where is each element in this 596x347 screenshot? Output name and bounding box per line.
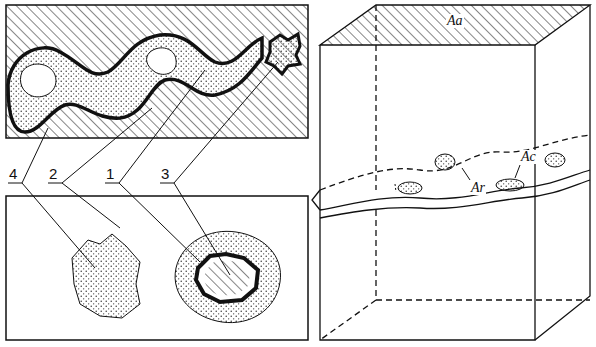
area-label: Ar [470,181,486,195]
area-label: Ac [520,150,537,164]
callout-number: 3 [161,166,169,181]
callout-number: 4 [9,166,17,181]
callout-number: 1 [106,166,114,181]
callout-number: 2 [49,166,57,181]
area-label: Aa [446,14,464,28]
